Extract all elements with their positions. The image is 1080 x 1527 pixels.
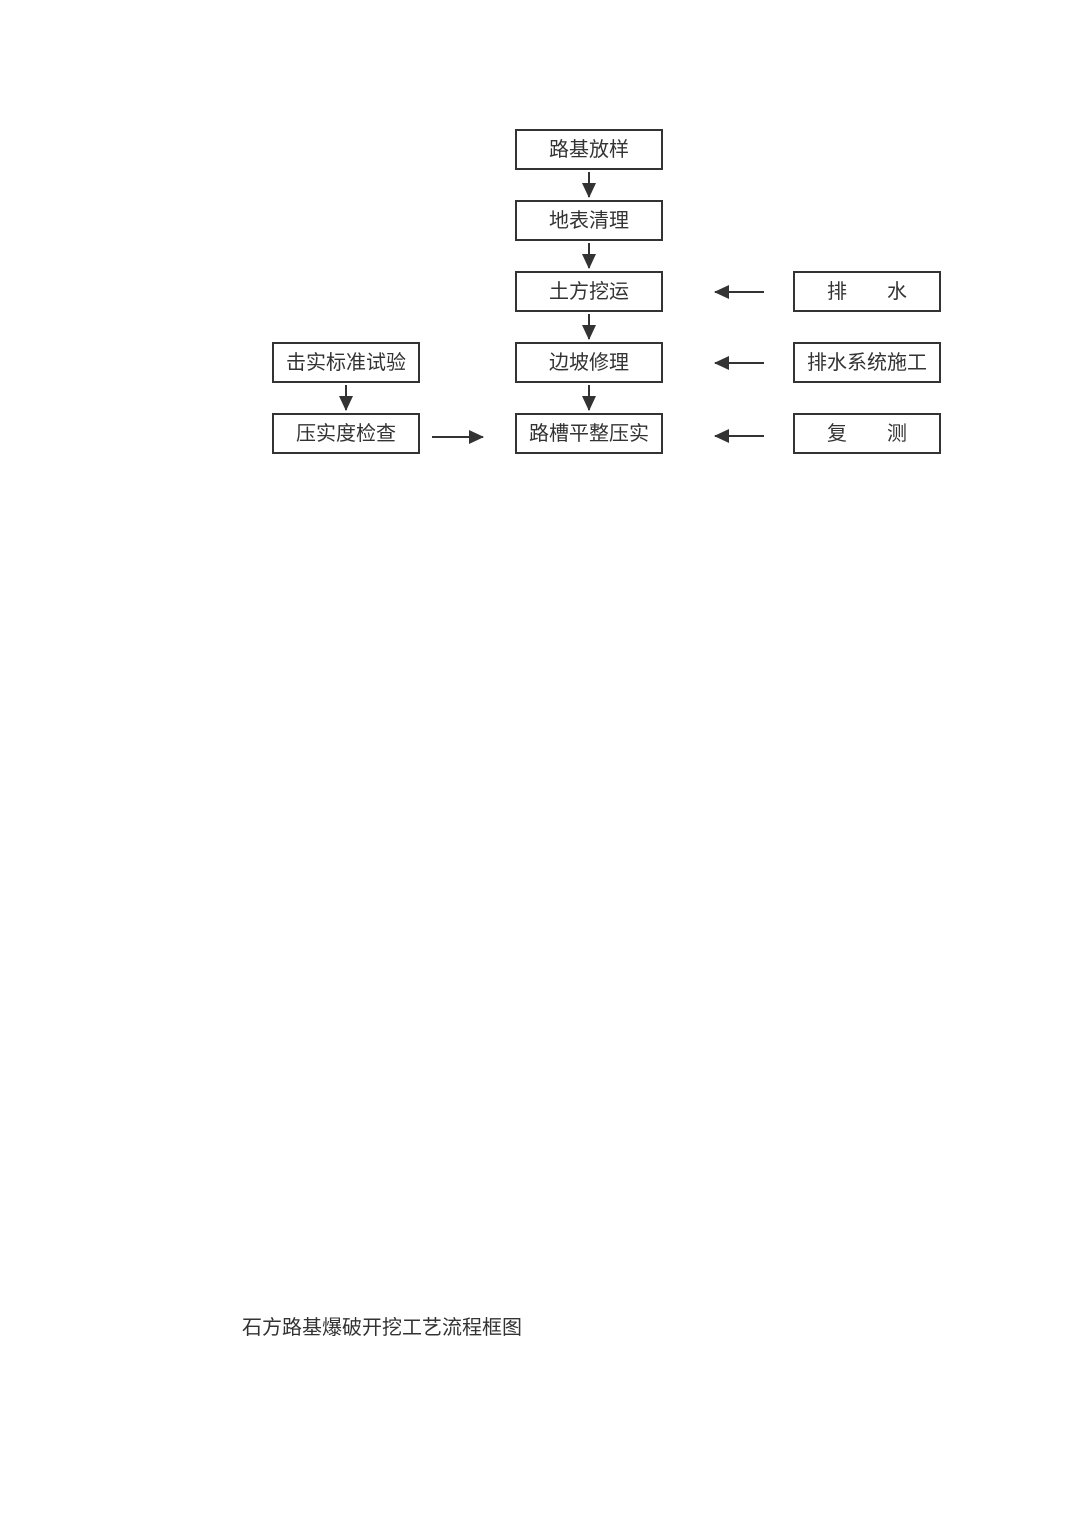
diagram-caption: 石方路基爆破开挖工艺流程框图	[242, 1317, 522, 1339]
flow-node-compaction-standard-test: 击实标准试验	[272, 342, 420, 383]
flow-node-drainage: 排 水	[793, 271, 941, 312]
flow-node-surface-clearing: 地表清理	[515, 200, 663, 241]
flow-node-compaction-degree-check: 压实度检查	[272, 413, 420, 454]
flow-node-slope-repair: 边坡修理	[515, 342, 663, 383]
flow-node-resurvey: 复 测	[793, 413, 941, 454]
flow-node-earthwork-excavation: 土方挖运	[515, 271, 663, 312]
flow-node-drainage-system-construction: 排水系统施工	[793, 342, 941, 383]
flow-node-roadbed-leveling-compaction: 路槽平整压实	[515, 413, 663, 454]
flow-node-roadbed-layout: 路基放样	[515, 129, 663, 170]
